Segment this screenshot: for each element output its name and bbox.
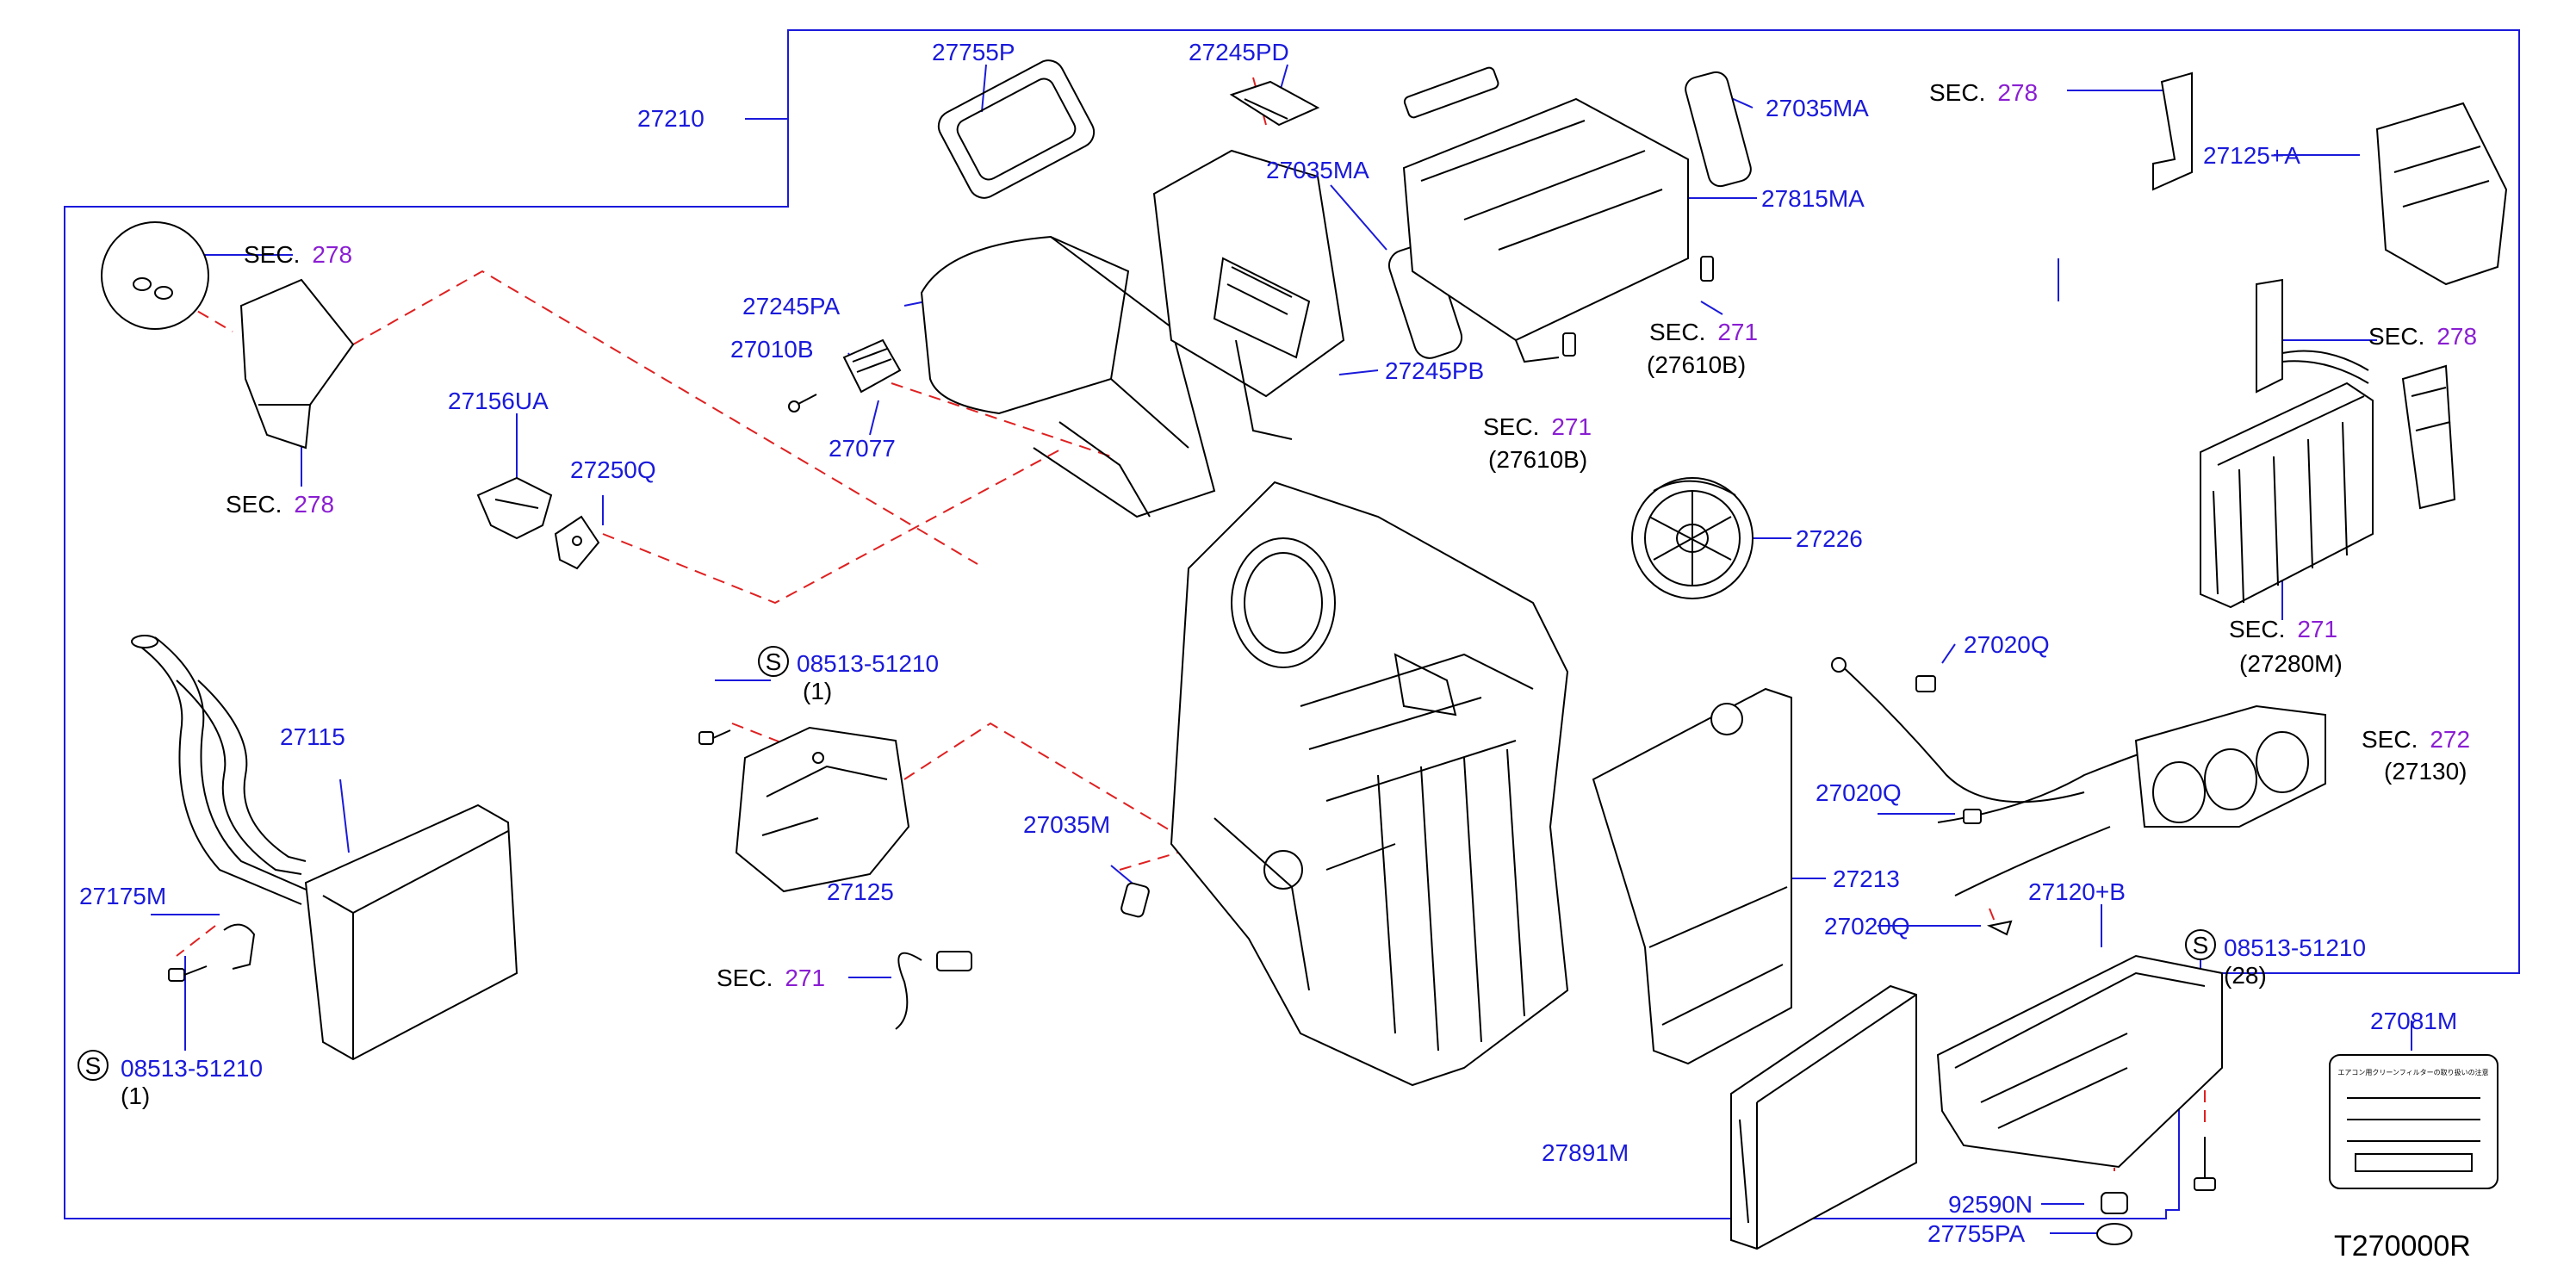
label-92590n: 92590N (1948, 1191, 2033, 1218)
label-27120b: 27120+B (2028, 878, 2126, 905)
label-plate-27081m: エアコン用クリーンフィルターの取り扱いの注意 (2329, 1054, 2498, 1189)
duct-27125a (2375, 102, 2508, 286)
qty-screw-2: (1) (121, 1083, 150, 1109)
screw-upper-mid (698, 729, 731, 745)
label-27020q-b: 27020Q (1816, 779, 1902, 806)
section-ref-1: SEC.278 (244, 241, 352, 268)
actuator-27077 (842, 338, 902, 394)
section-ref-2: SEC.278 (226, 491, 334, 518)
label-27077: 27077 (829, 435, 896, 462)
label-27213: 27213 (1833, 865, 1900, 892)
label-27115: 27115 (280, 723, 345, 750)
section-ref-3: SEC.278 (1929, 79, 2038, 106)
tray-27120b (1936, 954, 2223, 1169)
label-27010b: 27010B (730, 336, 814, 363)
label-27245pb: 27245PB (1385, 357, 1484, 384)
label-27610b-b: (27610B) (1488, 446, 1587, 473)
diagram-code: T270000R (2334, 1230, 2471, 1262)
duct-27125 (735, 726, 910, 893)
screw-symbol-2: S (78, 1050, 109, 1081)
label-27125: 27125 (827, 878, 894, 905)
label-27020q-a: 27020Q (1964, 631, 2050, 658)
label-screw-1: 08513-51210 (797, 650, 939, 677)
clip-27610b-right (1700, 256, 1714, 282)
screw-lower-left (168, 965, 208, 982)
bracket-27250q (554, 515, 600, 570)
blower-motor-27226 (1631, 477, 1754, 599)
svg-text:S: S (85, 1052, 102, 1079)
bolt-right (2194, 1137, 2216, 1191)
grommet-92590n (2101, 1192, 2128, 1214)
evaporator-27280m (2200, 278, 2374, 609)
label-27226: 27226 (1796, 525, 1863, 552)
drain-27755pa (2096, 1223, 2132, 1245)
label-27755p: 27755P (932, 39, 1015, 65)
label-27035ma-b: 27035MA (1766, 95, 1869, 121)
hvac-main-unit (1170, 481, 1569, 1087)
label-27245pa: 27245PA (742, 293, 840, 320)
qty-screw-3: (28) (2224, 962, 2267, 989)
control-cables (1831, 657, 2154, 936)
label-27020q-c: 27020Q (1824, 913, 1910, 940)
label-27081m: 27081M (2370, 1008, 2457, 1034)
label-27035m: 27035M (1023, 811, 1110, 838)
label-27250q: 27250Q (570, 456, 656, 483)
label-screw-3: 08513-51210 (2224, 934, 2366, 961)
heater-pipes (131, 635, 311, 905)
gasket-27755p (937, 59, 1096, 199)
case-27815ma (1402, 66, 1689, 363)
label-27891m: 27891M (1542, 1139, 1629, 1166)
section-ref-9: SEC.271 (717, 965, 825, 991)
filter-housing-27213 (1592, 687, 1792, 1065)
fan-hub-sec278 (101, 221, 209, 330)
clip-27175m (223, 923, 256, 970)
part-labels: 27210 27755P 27245PD 27035MA 27035MA 278… (79, 39, 2467, 1247)
bracket-27156ua (476, 476, 553, 540)
screw-symbol-3: S (2185, 929, 2216, 960)
label-27156ua: 27156UA (448, 388, 549, 414)
clip-27610b-left (1562, 332, 1576, 357)
svg-text:S: S (766, 648, 782, 675)
bracket-sec278-right (2401, 364, 2456, 510)
upper-case (1152, 149, 1345, 440)
label-27035ma-a: 27035MA (1266, 157, 1369, 183)
screw-27010b (788, 394, 817, 413)
door-27245pd (1229, 80, 1320, 127)
intake-housing (920, 235, 1216, 518)
section-ref-8: SEC.272 (2362, 726, 2470, 753)
label-27210: 27210 (637, 105, 705, 132)
heater-core-27115 (304, 803, 518, 1061)
section-ref-5: SEC.271 (1649, 319, 1758, 345)
label-27130: (27130) (2384, 758, 2467, 785)
qty-screw-1: (1) (803, 678, 832, 704)
bracket-sec278-top (2152, 71, 2193, 191)
duct-sec278 (239, 278, 355, 450)
label-27280m: (27280M) (2239, 650, 2343, 677)
cabin-filter-27891m (1730, 984, 1917, 1250)
section-refs: SEC.278 SEC.278 SEC.278 SEC.278 SEC.271 … (226, 79, 2477, 991)
seal-27035m (1120, 882, 1150, 918)
label-27815ma: 27815MA (1761, 185, 1865, 212)
label-plate-text: エアコン用クリーンフィルターの取り扱いの注意 (2337, 1068, 2488, 1076)
label-screw-2: 08513-51210 (121, 1055, 263, 1082)
control-panel-sec272 (2134, 704, 2326, 828)
section-ref-4: SEC.278 (2368, 323, 2477, 350)
seal-27035ma-right (1685, 71, 1752, 188)
sensor-wire-sec271 (895, 951, 972, 1030)
label-27610b-a: (27610B) (1647, 351, 1746, 378)
label-27125a: 27125+A (2203, 142, 2300, 169)
section-ref-7: SEC.271 (2229, 616, 2337, 642)
section-ref-6: SEC.271 (1483, 413, 1592, 440)
label-27175m: 27175M (79, 883, 166, 909)
screw-symbol-1: S (758, 646, 789, 677)
svg-text:S: S (2193, 932, 2209, 958)
label-27245pd: 27245PD (1189, 39, 1289, 65)
label-27755pa: 27755PA (1927, 1220, 2025, 1247)
